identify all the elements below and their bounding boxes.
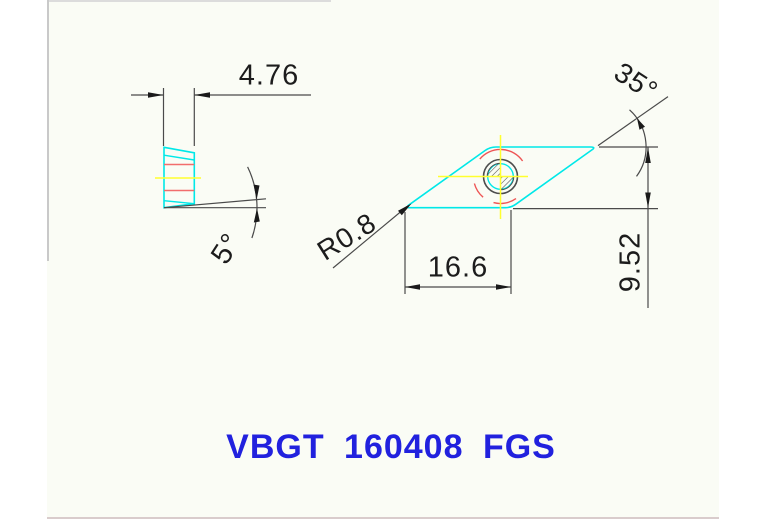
insert-side-edge xyxy=(163,200,195,205)
dim-arrow xyxy=(253,208,260,223)
reference-circle xyxy=(473,148,524,205)
clearance-angle-dimension xyxy=(163,166,267,239)
dim-arrow xyxy=(148,92,164,98)
drawing-sheet xyxy=(47,0,719,519)
radius-leader xyxy=(332,206,408,269)
thickness-dimension xyxy=(131,88,311,146)
dim-arrow xyxy=(645,192,651,208)
inscribed-width-label: 9.52 xyxy=(614,231,647,293)
length-dimension xyxy=(404,210,512,294)
width-dimension xyxy=(513,146,658,308)
dim-arrow xyxy=(253,184,260,200)
insert-side-edge xyxy=(163,154,195,161)
dim-arrow xyxy=(637,118,645,130)
point-angle-dimension xyxy=(597,96,669,177)
dim-arrow xyxy=(645,147,651,163)
cutting-edge-length-label: 16.6 xyxy=(427,251,489,284)
side-view xyxy=(131,88,311,239)
hatched-sector xyxy=(500,176,515,191)
sheet-border-bottom xyxy=(47,517,719,519)
dim-arrow xyxy=(398,203,412,216)
top-view xyxy=(332,96,669,308)
insert-top-outline xyxy=(406,146,595,209)
insert-designation-title: VBGT 160408 FGS xyxy=(226,428,556,466)
thickness-label: 4.76 xyxy=(238,59,300,92)
sheet-border-left xyxy=(47,0,49,261)
sheet-border-top xyxy=(47,0,331,2)
hatched-sector xyxy=(486,162,501,177)
dim-arrow xyxy=(405,284,420,290)
dim-arrow xyxy=(194,92,210,98)
dim-arrow xyxy=(496,284,511,290)
